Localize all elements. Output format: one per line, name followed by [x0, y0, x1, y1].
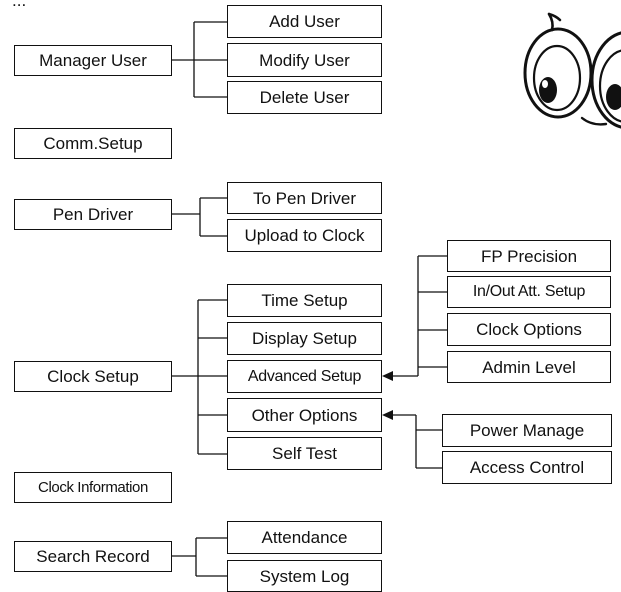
in-out-att-setup-node: In/Out Att. Setup	[447, 276, 611, 308]
clock-options-node: Clock Options	[447, 313, 611, 346]
advanced-setup-node: Advanced Setup	[227, 360, 382, 393]
arrowhead-advanced-setup	[382, 371, 393, 381]
upload-to-clock-node: Upload to Clock	[227, 219, 382, 252]
self-test-node: Self Test	[227, 437, 382, 470]
header-text-fragment: ...	[12, 0, 27, 10]
clock-information-node: Clock Information	[14, 472, 172, 503]
modify-user-node: Modify User	[227, 43, 382, 77]
connector-manager-user	[172, 21, 227, 98]
power-manage-node: Power Manage	[442, 414, 612, 447]
manager-user-node: Manager User	[14, 45, 172, 76]
time-setup-node: Time Setup	[227, 284, 382, 317]
fp-precision-node: FP Precision	[447, 240, 611, 272]
connector-pen-driver	[172, 197, 227, 237]
search-record-node: Search Record	[14, 541, 172, 572]
delete-user-node: Delete User	[227, 81, 382, 114]
clock-setup-node: Clock Setup	[14, 361, 172, 392]
pen-driver-node: Pen Driver	[14, 199, 172, 230]
admin-level-node: Admin Level	[447, 351, 611, 383]
connector-clock-setup	[172, 299, 227, 455]
to-pen-driver-node: To Pen Driver	[227, 182, 382, 214]
connector-other-options	[392, 414, 442, 469]
access-control-node: Access Control	[442, 451, 612, 484]
other-options-node: Other Options	[227, 398, 382, 432]
arrowhead-other-options	[382, 410, 393, 420]
display-setup-node: Display Setup	[227, 322, 382, 355]
connector-advanced-setup	[392, 255, 447, 377]
system-log-node: System Log	[227, 560, 382, 592]
cartoon-eyes-mascot-icon	[523, 12, 621, 129]
add-user-node: Add User	[227, 5, 382, 38]
comm-setup-node: Comm.Setup	[14, 128, 172, 159]
attendance-node: Attendance	[227, 521, 382, 554]
connector-search-record	[172, 537, 227, 577]
